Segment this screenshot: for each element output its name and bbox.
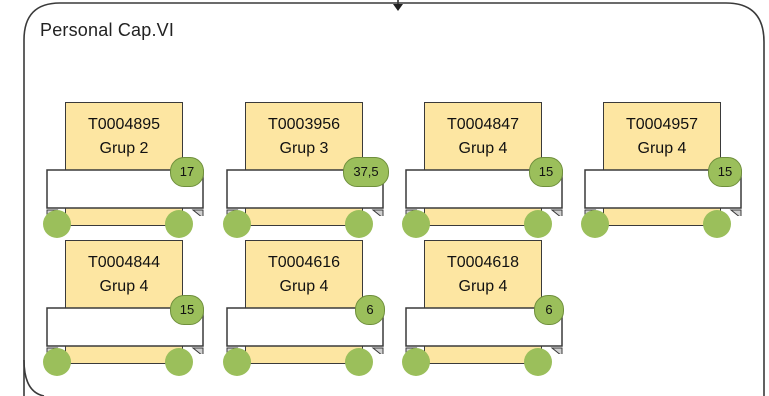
card-group: Grup 4 [458, 140, 508, 157]
capacity-badge: 15 [170, 295, 204, 325]
card-band [46, 169, 204, 216]
port-dot[interactable] [581, 210, 609, 238]
card-band [584, 169, 742, 216]
port-dot[interactable] [223, 348, 251, 376]
port-dot[interactable] [43, 210, 71, 238]
port-dot[interactable] [402, 210, 430, 238]
card-id: T0004895 [87, 116, 161, 133]
card-group: Grup 3 [279, 140, 329, 157]
card-id: T0004957 [625, 116, 699, 133]
port-dot[interactable] [223, 210, 251, 238]
capacity-badge: 15 [708, 157, 742, 187]
port-dot[interactable] [703, 210, 731, 238]
down-arrow-icon [393, 4, 403, 11]
capacity-badge: 17 [170, 157, 204, 187]
port-dot[interactable] [165, 210, 193, 238]
card-group: Grup 4 [279, 278, 329, 295]
card-group: Grup 4 [458, 278, 508, 295]
capacity-badge: 15 [529, 157, 563, 187]
capacity-badge: 6 [355, 295, 385, 325]
port-dot[interactable] [43, 348, 71, 376]
card-id: T0004847 [446, 116, 520, 133]
port-dot[interactable] [165, 348, 193, 376]
card-id: T0004618 [446, 254, 520, 271]
port-dot[interactable] [345, 348, 373, 376]
card-id: T0004844 [87, 254, 161, 271]
capacity-badge: 6 [534, 295, 564, 325]
port-dot[interactable] [524, 210, 552, 238]
capacity-badge: 37,5 [343, 157, 389, 187]
card-group: Grup 4 [99, 278, 149, 295]
card-id: T0004616 [267, 254, 341, 271]
card-id: T0003956 [267, 116, 341, 133]
port-dot[interactable] [402, 348, 430, 376]
card-group: Grup 2 [99, 140, 149, 157]
port-dot[interactable] [345, 210, 373, 238]
card-group: Grup 4 [637, 140, 687, 157]
port-dot[interactable] [524, 348, 552, 376]
container-title: Personal Cap.VI [40, 20, 175, 40]
